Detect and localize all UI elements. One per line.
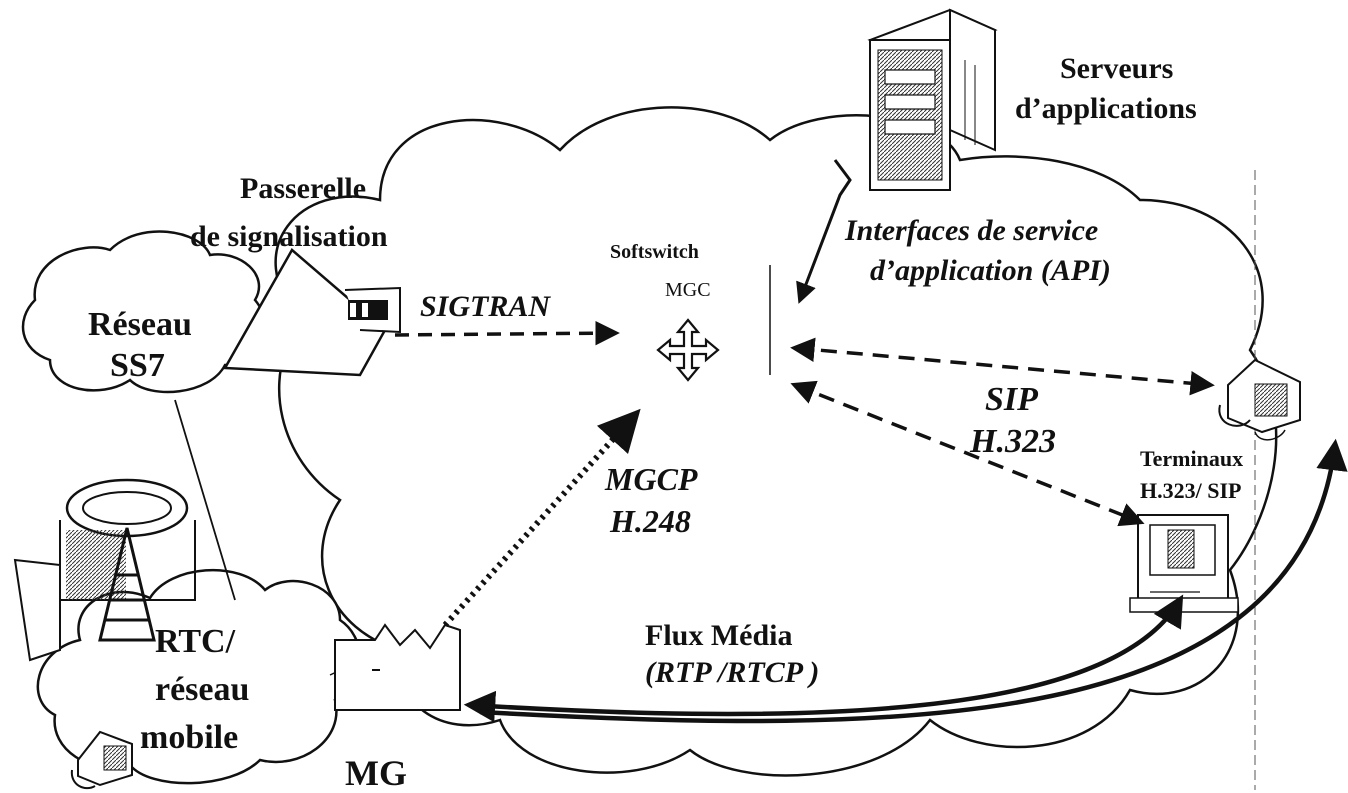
terminals-label-line1: Terminaux (1140, 446, 1243, 471)
h248-label: H.248 (609, 503, 691, 539)
sigtran-arrow (394, 320, 620, 346)
gateway-label-line1: Passerelle (240, 172, 366, 205)
triangle-gateway-icon (222, 248, 401, 377)
mgcp-label: MGCP (604, 461, 698, 497)
sip-arrow (790, 337, 1215, 396)
mg-label: MG (345, 753, 407, 793)
h323-label: H.323 (969, 423, 1056, 460)
media-flow-arrow-phone (479, 438, 1348, 724)
api-label-line1: Interfaces de service (844, 214, 1098, 247)
radio-tower-icon (13, 478, 196, 662)
computer-terminal-icon (1129, 514, 1239, 613)
servers-label-line1: Serveurs (1060, 52, 1173, 85)
flux-label-line1: Flux Média (645, 619, 793, 652)
mgc-label: MGC (665, 279, 711, 301)
four-way-arrow-icon (656, 318, 720, 382)
mgcp-arrow (442, 408, 641, 628)
ss7-label-line2: SS7 (110, 347, 165, 384)
ss7-label-line1: Réseau (88, 306, 192, 343)
rtc-label-line2: réseau (155, 671, 249, 708)
sip-label: SIP (985, 381, 1038, 418)
gateway-label-line2: de signalisation (190, 220, 388, 253)
telephone-icon (1218, 358, 1301, 441)
rtc-label-line3: mobile (140, 719, 238, 756)
terminals-label-line2: H.323/ SIP (1140, 478, 1241, 503)
media-flow-arrow-terminal (463, 594, 1184, 723)
softswitch-label: Softswitch (610, 241, 699, 263)
media-gateway-icon (334, 623, 461, 711)
h323-arrow (790, 380, 1145, 527)
rtc-label-line1: RTC/ (155, 623, 236, 660)
sigtran-label: SIGTRAN (420, 290, 551, 323)
ss7-to-rtc-link (174, 399, 236, 601)
api-label-line2: d’application (API) (870, 254, 1111, 287)
servers-label-line2: d’applications (1015, 92, 1197, 125)
flux-label-line2: (RTP /RTCP ) (645, 656, 819, 689)
server-rack-icon (867, 8, 998, 191)
telephone-icon (70, 730, 133, 790)
api-arrow (796, 159, 852, 304)
